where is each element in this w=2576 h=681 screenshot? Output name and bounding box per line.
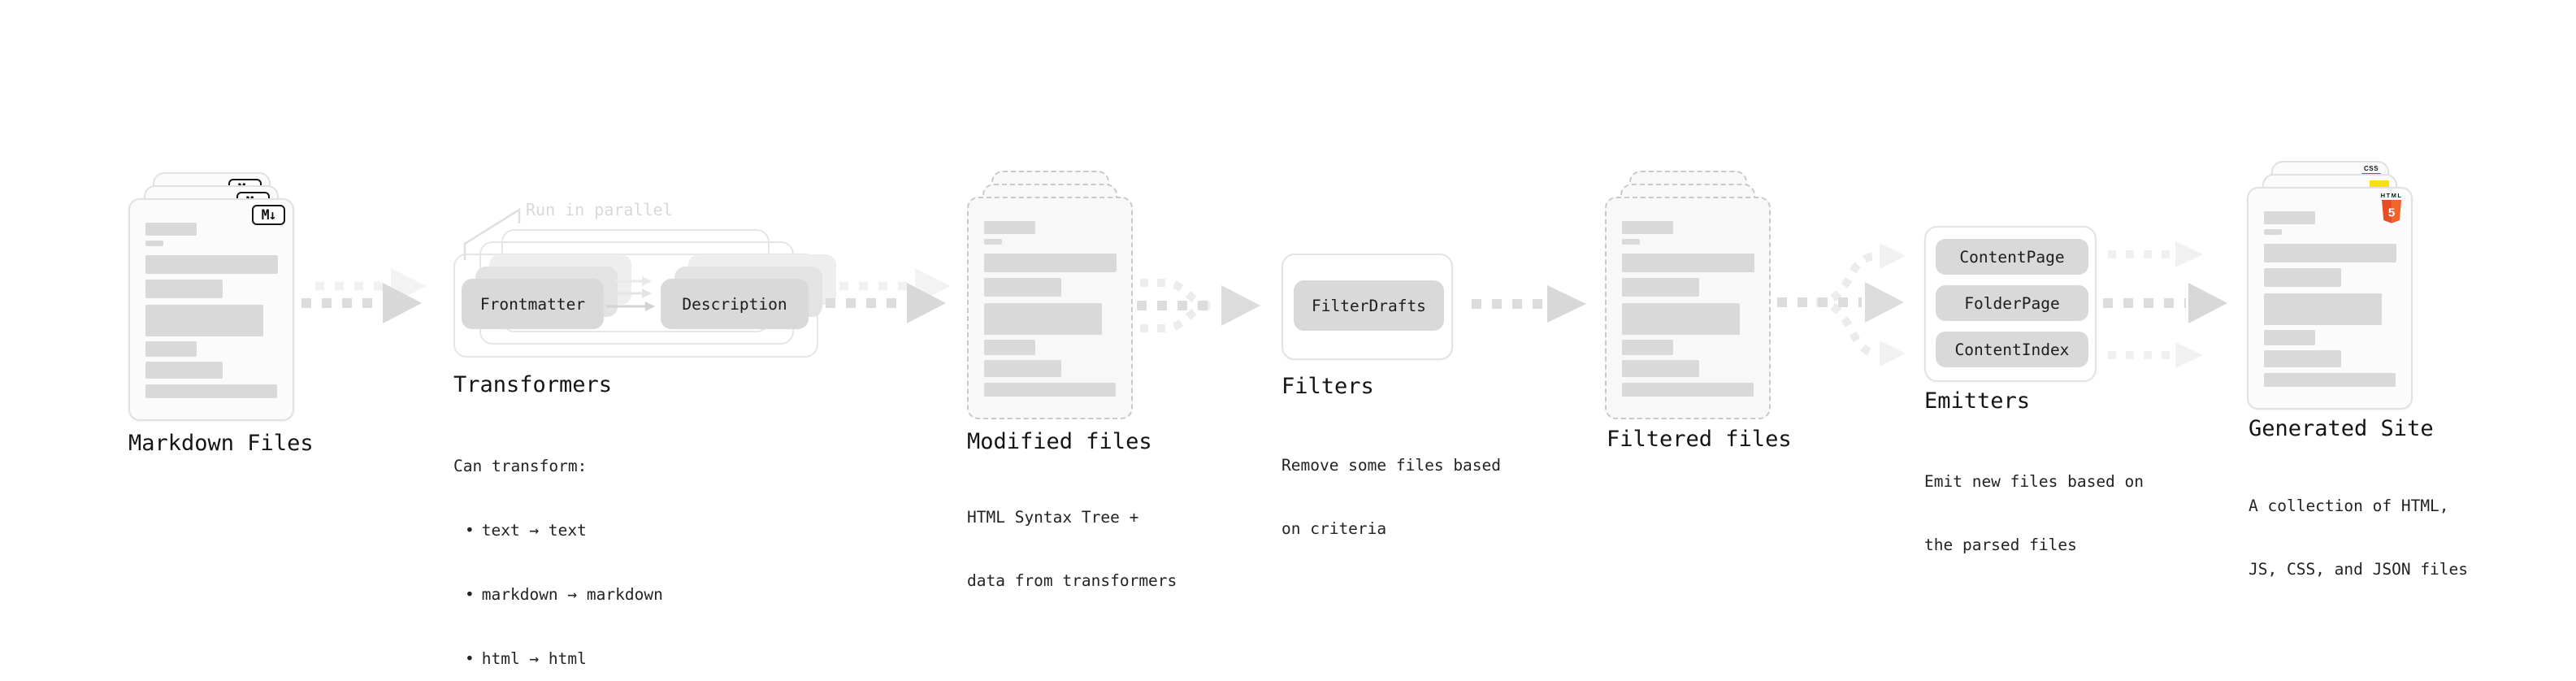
description-button[interactable]: Description (661, 279, 809, 329)
placeholder-bar (145, 223, 197, 236)
markdown-files-stack: M↓ M↓ M↓ (128, 172, 319, 421)
placeholder-bar (2264, 293, 2382, 325)
description-line: HTML Syntax Tree + (967, 508, 1139, 527)
svg-text:5: 5 (2388, 206, 2395, 220)
generated-site-description: A collection of HTML, JS, CSS, and JSON … (2249, 453, 2468, 622)
description-line: Remove some files based (1281, 456, 1502, 475)
run-in-parallel-note: Run in parallel (526, 200, 673, 219)
placeholder-bar (984, 360, 1061, 377)
filters-panel: FilterDrafts (1281, 254, 1453, 360)
modified-files-label: Modified files (967, 429, 1152, 454)
markdown-document-card: M↓ (128, 198, 294, 421)
emitters-description: Emit new files based on the parsed files (1924, 429, 2144, 598)
placeholder-bar (984, 278, 1061, 297)
placeholder-bar (2264, 211, 2315, 224)
modified-document-card (967, 197, 1133, 419)
description-line: on criteria (1281, 519, 1387, 538)
bullet-line: •text → text (465, 521, 587, 540)
description-line: Can transform: (453, 457, 588, 475)
contentpage-button[interactable]: ContentPage (1936, 239, 2088, 275)
generated-site-label: Generated Site (2249, 416, 2434, 441)
filters-description: Remove some files based on criteria (1281, 413, 1501, 582)
placeholder-bar (984, 254, 1117, 272)
html5-icon: HTML 5 (2379, 192, 2404, 228)
placeholder-bar (145, 241, 163, 246)
emit-arrows (2103, 241, 2227, 368)
markdown-icon: M↓ (252, 205, 285, 225)
placeholder-bar (1622, 340, 1673, 355)
description-line: JS, CSS, and JSON files (2249, 560, 2469, 579)
placeholder-bar (1622, 360, 1699, 377)
frontmatter-button[interactable]: Frontmatter (462, 279, 604, 329)
filtered-files-stack (1605, 171, 1795, 419)
bullet-line: •markdown → markdown (465, 585, 663, 604)
placeholder-bar (145, 341, 197, 357)
flow-arrow (1472, 285, 1586, 323)
emitters-panel: ContentPage FolderPage ContentIndex (1924, 226, 2097, 382)
emitters-label: Emitters (1924, 388, 2031, 414)
placeholder-bar (145, 255, 278, 274)
placeholder-bar (1622, 303, 1740, 335)
callout-line (463, 207, 521, 260)
transform-step-arrows (606, 276, 655, 311)
js-icon (2370, 180, 2389, 189)
placeholder-bar (984, 239, 1002, 245)
placeholder-bar (1622, 383, 1754, 397)
description-line: data from transformers (967, 571, 1177, 590)
placeholder-bar (2264, 330, 2315, 345)
flow-arrow (826, 268, 951, 323)
filtered-files-label: Filtered files (1607, 427, 1792, 452)
placeholder-bar (1622, 254, 1754, 272)
placeholder-bar (145, 362, 223, 379)
merge-arrows (1137, 279, 1260, 332)
placeholder-bar (145, 305, 263, 336)
folderpage-button[interactable]: FolderPage (1936, 285, 2088, 321)
description-line: the parsed files (1924, 536, 2077, 554)
flow-arrow (301, 268, 427, 323)
placeholder-bar (1622, 221, 1673, 234)
placeholder-bar (2264, 373, 2396, 387)
placeholder-bar (145, 280, 223, 298)
generated-site-stack: CSS HTML 5 (2247, 161, 2437, 410)
placeholder-bar (2264, 229, 2282, 235)
modified-files-stack (967, 171, 1157, 419)
transformers-label: Transformers (453, 372, 613, 397)
description-line: A collection of HTML, (2249, 497, 2449, 515)
placeholder-bar (984, 303, 1102, 335)
description-line: Emit new files based on (1924, 472, 2144, 491)
filters-label: Filters (1281, 374, 1374, 399)
markdown-files-label: Markdown Files (128, 431, 314, 456)
placeholder-bar (984, 221, 1035, 234)
bullet-line: •html → html (465, 649, 587, 668)
fanout-arrows (1777, 243, 1906, 367)
modified-files-description: HTML Syntax Tree + data from transformer… (967, 465, 1177, 634)
placeholder-bar (984, 383, 1116, 397)
placeholder-bar (145, 384, 277, 398)
placeholder-bar (2264, 350, 2341, 367)
contentindex-button[interactable]: ContentIndex (1936, 332, 2088, 367)
placeholder-bar (2264, 244, 2396, 262)
filterdrafts-button[interactable]: FilterDrafts (1294, 280, 1444, 331)
placeholder-bar (984, 340, 1035, 355)
transformers-description: Can transform: •text → text •markdown → … (453, 413, 663, 681)
placeholder-bar (1622, 239, 1640, 245)
placeholder-bar (2264, 268, 2341, 287)
filtered-document-card (1605, 197, 1771, 419)
placeholder-bar (1622, 278, 1699, 297)
html-file-card: HTML 5 (2247, 187, 2413, 410)
